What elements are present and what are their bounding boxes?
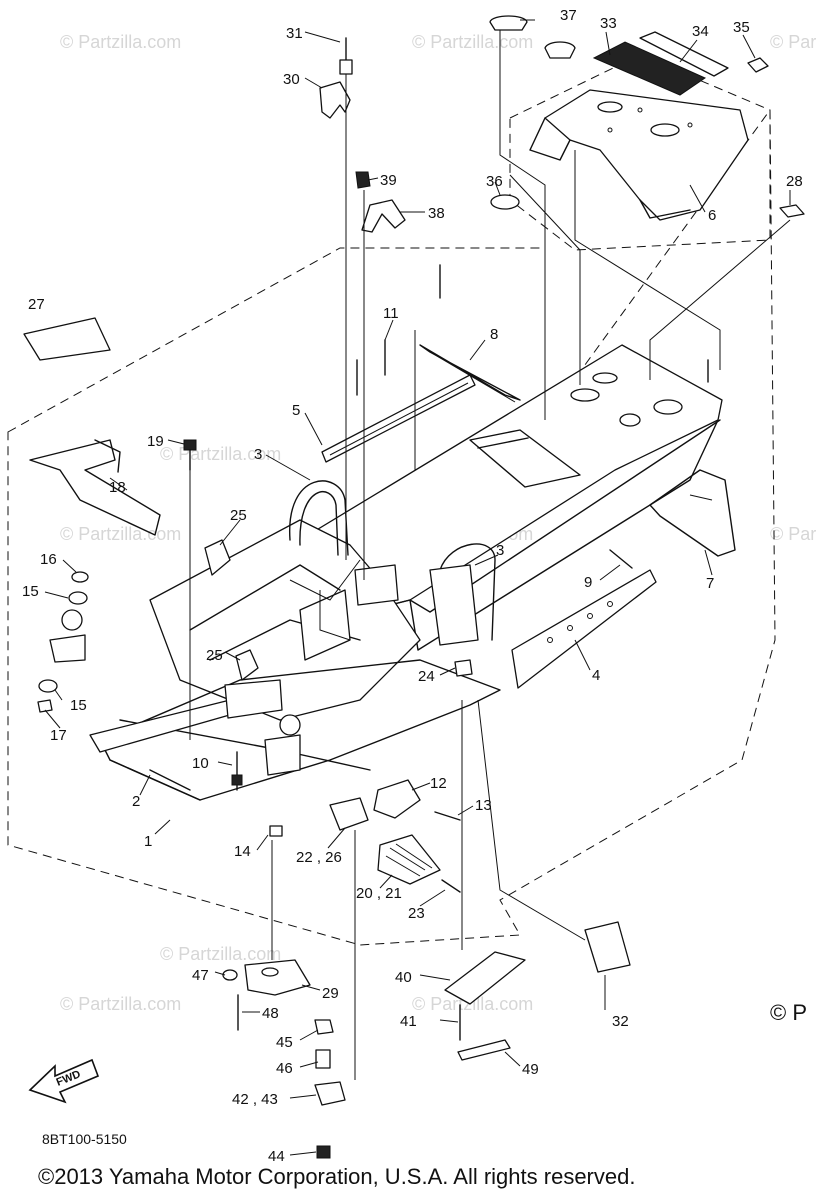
callout-3-right: 3 <box>496 542 504 559</box>
watermark: © Partzilla.com <box>60 32 181 52</box>
callout-leaders <box>44 19 791 1156</box>
callout-35: 35 <box>733 19 750 36</box>
callout-25-lower: 25 <box>206 647 223 664</box>
watermark: © Partzilla.com <box>60 994 181 1014</box>
watermark: © Partzilla.com <box>412 994 533 1014</box>
callout-13: 13 <box>475 797 492 814</box>
watermark: © Partzilla.com <box>60 524 181 544</box>
callout-1: 1 <box>144 833 152 850</box>
callout-4: 4 <box>592 667 600 684</box>
callout-15-upper: 15 <box>22 583 39 600</box>
watermark: © Partzilla.com <box>770 524 816 544</box>
callout-16: 16 <box>40 551 57 568</box>
assembly-outline-frame <box>7 108 776 946</box>
callout-32: 32 <box>612 1013 629 1030</box>
callout-11: 11 <box>383 305 399 322</box>
callout-34: 34 <box>692 23 709 40</box>
callout-10: 10 <box>192 755 209 772</box>
callout-42-43: 42 , 43 <box>232 1091 278 1108</box>
callout-5: 5 <box>292 402 300 419</box>
callout-47: 47 <box>192 967 209 984</box>
callout-38: 38 <box>428 205 445 222</box>
callout-49: 49 <box>522 1061 539 1078</box>
plate-27 <box>23 317 111 361</box>
callout-8: 8 <box>490 326 498 343</box>
callout-22-26: 22 , 26 <box>296 849 342 866</box>
callout-41: 41 <box>400 1013 417 1030</box>
watermark: © Partzilla.com <box>160 944 281 964</box>
small-parts <box>23 37 709 1159</box>
callout-30: 30 <box>283 71 300 88</box>
copyright-notice: ©2013 Yamaha Motor Corporation, U.S.A. A… <box>38 1164 636 1189</box>
callout-45: 45 <box>276 1034 293 1051</box>
seat-base-group <box>489 15 805 221</box>
callout-9: 9 <box>584 574 592 591</box>
callout-36: 36 <box>486 173 503 190</box>
callout-29: 29 <box>322 985 339 1002</box>
callout-18: 18 <box>109 479 126 496</box>
callout-2: 2 <box>132 793 140 810</box>
callout-46: 46 <box>276 1060 293 1077</box>
callout-24: 24 <box>418 668 435 685</box>
watermark: © Partzilla.com <box>770 32 816 52</box>
callout-labels: 31 30 39 38 37 33 34 35 36 6 28 27 11 8 … <box>22 7 803 1165</box>
callout-19: 19 <box>147 433 164 450</box>
callout-20-21: 20 , 21 <box>356 885 402 902</box>
callout-3-left: 3 <box>254 446 262 463</box>
callout-44: 44 <box>268 1148 285 1165</box>
callout-23: 23 <box>408 905 425 922</box>
callout-27: 27 <box>28 296 45 313</box>
watermark: © Partzilla.com <box>160 444 281 464</box>
callout-6: 6 <box>708 207 716 224</box>
frame-assembly <box>29 344 736 801</box>
callout-31: 31 <box>286 25 303 42</box>
callout-39: 39 <box>380 172 397 189</box>
diagram-code: 8BT100-5150 <box>42 1131 127 1147</box>
reference-lines <box>189 30 791 1080</box>
callout-14: 14 <box>234 843 251 860</box>
callout-33: 33 <box>600 15 617 32</box>
callout-25-upper: 25 <box>230 507 247 524</box>
fwd-arrow-icon: FWD <box>28 1058 100 1104</box>
callout-40: 40 <box>395 969 412 986</box>
callout-48: 48 <box>262 1005 279 1022</box>
callout-17: 17 <box>50 727 67 744</box>
callout-7: 7 <box>706 575 714 592</box>
callout-28: 28 <box>786 173 803 190</box>
callout-37: 37 <box>560 7 577 24</box>
watermark: © Partzilla.com <box>412 32 533 52</box>
callout-12: 12 <box>430 775 447 792</box>
callout-15-lower: 15 <box>70 697 87 714</box>
edge-copyright: © P <box>770 1000 807 1025</box>
